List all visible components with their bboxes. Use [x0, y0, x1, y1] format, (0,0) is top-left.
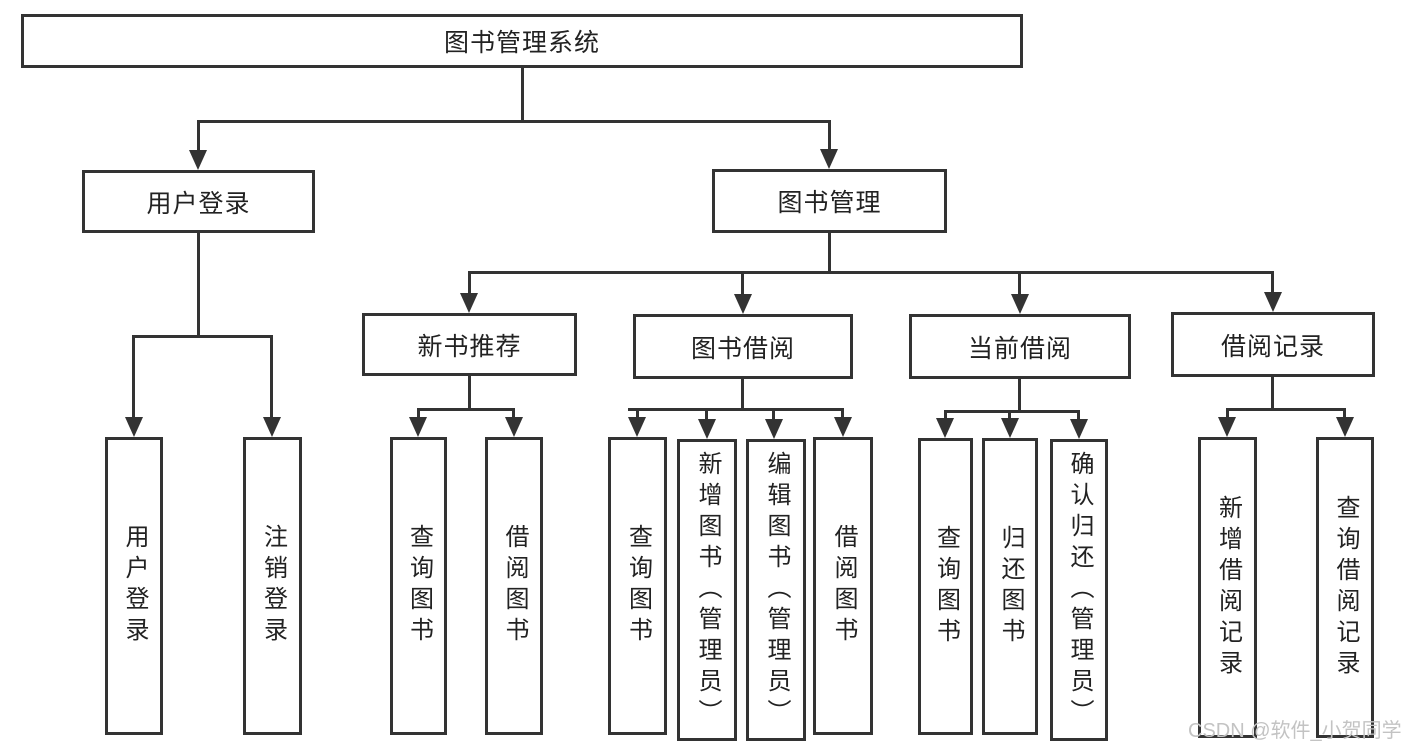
connector-line: [944, 410, 1080, 413]
leaf-newbooks-query-books: 查询图书: [390, 437, 447, 735]
node-user-login: 用户登录: [82, 170, 315, 233]
connector-line: [132, 335, 273, 338]
connector-line: [705, 408, 708, 419]
leaf-newbooks-query-books-label: 查询图书: [405, 524, 433, 648]
leaf-current-confirm-return-admin-label: 确认归还（管理员）: [1066, 450, 1093, 730]
connector-line: [468, 376, 471, 411]
node-book-borrowing-label: 图书借阅: [690, 334, 795, 363]
connector-line: [828, 120, 831, 149]
connector-line: [1271, 271, 1274, 292]
leaf-borrowing-add-books-admin-label: 新增图书（管理员）: [694, 450, 721, 730]
arrow-down-icon: [125, 417, 143, 437]
node-book-management: 图书管理: [712, 169, 947, 233]
node-root: 图书管理系统: [21, 14, 1023, 68]
arrow-down-icon: [820, 149, 838, 169]
leaf-current-query-books-label: 查询图书: [932, 524, 960, 649]
leaf-current-query-books: 查询图书: [918, 438, 973, 735]
leaf-newbooks-borrow-books: 借阅图书: [485, 437, 543, 735]
node-new-book-recommend-label: 新书推荐: [417, 332, 522, 361]
connector-line: [1226, 408, 1229, 417]
connector-line: [197, 120, 831, 123]
leaf-newbooks-borrow-books-label: 借阅图书: [501, 524, 528, 648]
connector-line: [521, 68, 524, 121]
connector-line: [636, 408, 639, 417]
node-new-book-recommend: 新书推荐: [362, 313, 577, 376]
leaf-borrowing-edit-books-admin: 编辑图书（管理员）: [746, 439, 806, 741]
leaf-records-query-record-label: 查询借阅记录: [1332, 494, 1359, 681]
csdn-watermark: CSDN @软件_小贺同学: [1188, 720, 1402, 742]
connector-line: [1271, 377, 1274, 411]
node-book-management-label: 图书管理: [777, 189, 882, 217]
arrow-down-icon: [734, 294, 752, 314]
connector-line: [1008, 410, 1011, 418]
connector-line: [1018, 379, 1021, 413]
connector-line: [132, 335, 135, 417]
arrow-down-icon: [189, 150, 207, 170]
connector-line: [197, 233, 200, 336]
connector-line: [197, 120, 200, 150]
node-borrowing-records: 借阅记录: [1171, 312, 1375, 377]
arrow-down-icon: [765, 419, 783, 439]
connector-line: [841, 408, 844, 417]
leaf-borrowing-query-books: 查询图书: [608, 437, 667, 735]
connector-line: [468, 271, 1274, 274]
connector-line: [512, 408, 515, 417]
connector-line: [772, 408, 775, 419]
arrow-down-icon: [460, 293, 478, 313]
node-user-login-label: 用户登录: [146, 189, 251, 218]
connector-line: [628, 408, 844, 411]
node-root-label: 图书管理系统: [443, 29, 600, 57]
connector-line: [828, 233, 831, 274]
leaf-current-return-books: 归还图书: [982, 438, 1038, 735]
leaf-logout: 注销登录: [243, 437, 302, 735]
leaf-logout-label: 注销登录: [259, 524, 287, 648]
arrow-down-icon: [1264, 292, 1282, 312]
leaf-records-add-record: 新增借阅记录: [1198, 437, 1257, 738]
connector-line: [1343, 408, 1346, 417]
arrow-down-icon: [628, 417, 646, 437]
leaf-records-query-record: 查询借阅记录: [1316, 437, 1374, 738]
leaf-current-return-books-label: 归还图书: [997, 524, 1024, 649]
arrow-down-icon: [1336, 417, 1354, 437]
arrow-down-icon: [834, 417, 852, 437]
arrow-down-icon: [505, 417, 523, 437]
connector-line: [417, 408, 515, 411]
leaf-borrowing-borrow-books: 借阅图书: [813, 437, 873, 735]
arrow-down-icon: [409, 417, 427, 437]
connector-line: [468, 271, 471, 293]
connector-line: [741, 379, 744, 411]
leaf-borrowing-edit-books-admin-label: 编辑图书（管理员）: [763, 450, 790, 730]
arrow-down-icon: [698, 419, 716, 439]
connector-line: [417, 408, 420, 417]
arrow-down-icon: [936, 418, 954, 438]
node-borrowing-records-label: 借阅记录: [1220, 332, 1325, 361]
connector-line: [741, 271, 744, 294]
leaf-user-login-label: 用户登录: [121, 524, 148, 648]
leaf-borrowing-borrow-books-label: 借阅图书: [830, 524, 857, 648]
leaf-borrowing-add-books-admin: 新增图书（管理员）: [677, 439, 737, 741]
leaf-user-login: 用户登录: [105, 437, 163, 735]
connector-line: [944, 410, 947, 418]
connector-line: [1226, 408, 1346, 411]
node-book-borrowing: 图书借阅: [633, 314, 853, 379]
arrow-down-icon: [263, 417, 281, 437]
node-current-borrowing: 当前借阅: [909, 314, 1131, 379]
node-current-borrowing-label: 当前借阅: [967, 334, 1072, 363]
connector-line: [270, 335, 273, 417]
arrow-down-icon: [1218, 417, 1236, 437]
leaf-borrowing-query-books-label: 查询图书: [624, 524, 652, 648]
leaf-records-add-record-label: 新增借阅记录: [1214, 494, 1242, 681]
connector-line: [1077, 410, 1080, 419]
arrow-down-icon: [1070, 419, 1088, 439]
arrow-down-icon: [1001, 418, 1019, 438]
connector-line: [1018, 271, 1021, 294]
arrow-down-icon: [1011, 294, 1029, 314]
leaf-current-confirm-return-admin: 确认归还（管理员）: [1050, 439, 1108, 741]
